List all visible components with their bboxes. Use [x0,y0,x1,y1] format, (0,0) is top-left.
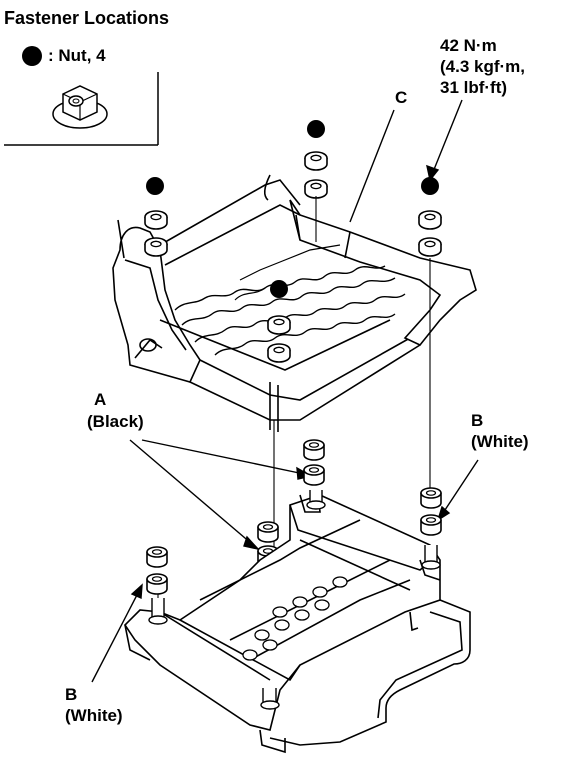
nut-symbol-icon [22,46,42,66]
washer-icon [304,179,328,199]
washer-icon [418,210,442,230]
label-a-letter: A [94,390,107,409]
torque-line-3: 31 lbf·ft) [440,78,508,97]
grommet-a-icon [303,464,325,486]
label-b-left-desc: (White) [65,706,123,725]
label-c: C [395,88,408,107]
torque-line-2: (4.3 kgf·m, [440,57,526,76]
nut-icon [146,177,164,195]
washer-icon [418,237,442,257]
washer-icon [144,237,168,257]
grommet-a-icon [257,521,279,543]
grommet-b-icon [420,487,442,509]
nut-markers [146,120,439,298]
nut-legend-text: : Nut, 4 [48,46,106,65]
washer-icon [144,210,168,230]
seat-cushion-frame [112,174,477,432]
label-a-desc: (Black) [87,412,144,431]
label-b-left-letter: B [65,685,78,704]
washer-icon [267,315,291,335]
seat-track-frame [123,494,471,754]
nut-icon [421,177,439,195]
grommet-b-icon [420,514,442,536]
label-b-right-desc: (White) [471,432,529,451]
leader-lines [91,99,479,683]
grommet-b-icon [146,546,168,568]
label-b-right-letter: B [471,411,484,430]
nut-icon [307,120,325,138]
nut-icon [270,280,288,298]
flange-nut-icon [52,85,108,129]
track-studs [148,490,441,710]
track-holes [242,576,348,661]
washer-icon [304,151,328,171]
grommet-b-icon [146,573,168,595]
grommet-a-icon [303,439,325,461]
washer-icon [267,343,291,363]
diagram-title: Fastener Locations [4,8,170,28]
torque-line-1: 42 N·m [440,36,497,55]
legend-frame [4,72,159,146]
